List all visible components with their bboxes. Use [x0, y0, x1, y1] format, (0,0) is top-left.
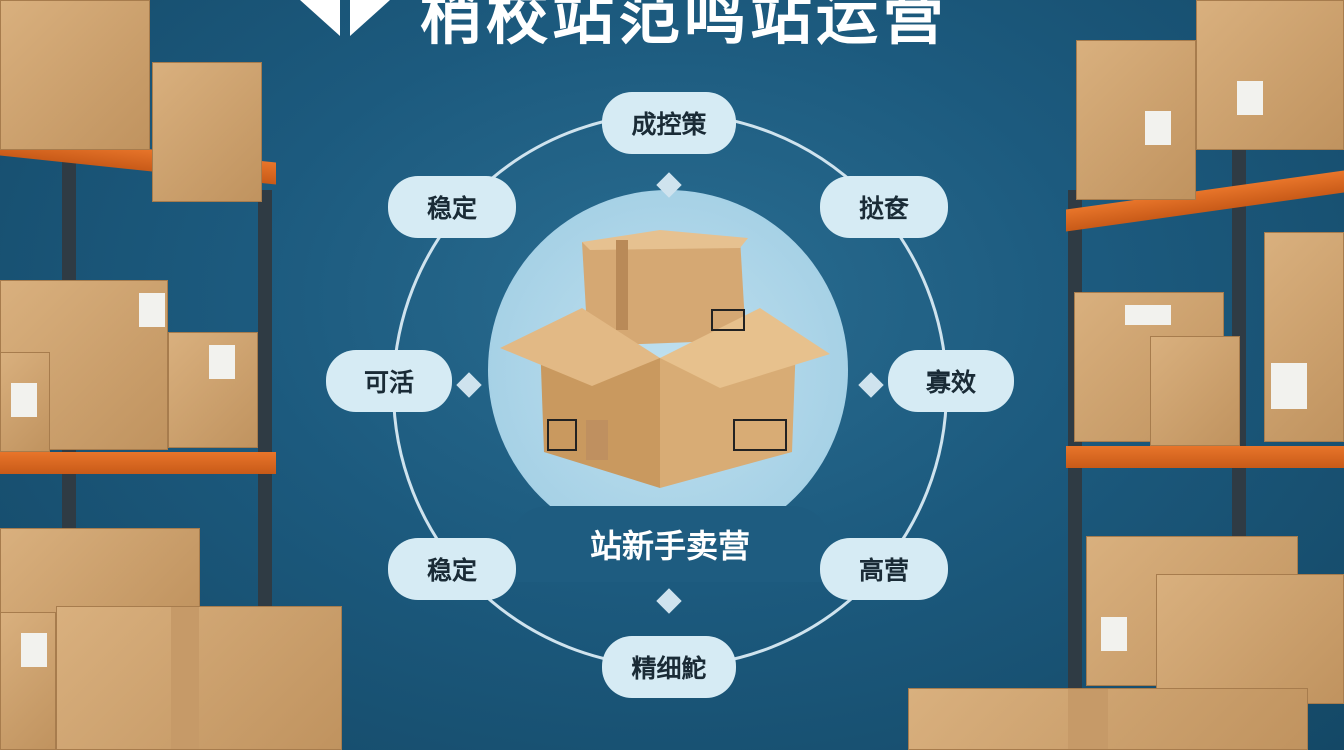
node-bottom-right: 高营	[820, 538, 948, 600]
node-top-left: 稳定	[388, 176, 516, 238]
node-top: 成控策	[602, 92, 736, 154]
node-bottom-left: 稳定	[388, 538, 516, 600]
cardboard-box-icon	[500, 230, 830, 488]
logo-icon	[300, 0, 390, 36]
node-right: 寡效	[888, 350, 1014, 412]
center-label: 站新手卖营	[510, 506, 830, 582]
node-top-right: 挞奁	[820, 176, 948, 238]
node-bottom: 精细鮀	[602, 636, 736, 698]
node-left: 可活	[326, 350, 452, 412]
page-title: 梢校站范鸣站运营	[420, 0, 949, 53]
